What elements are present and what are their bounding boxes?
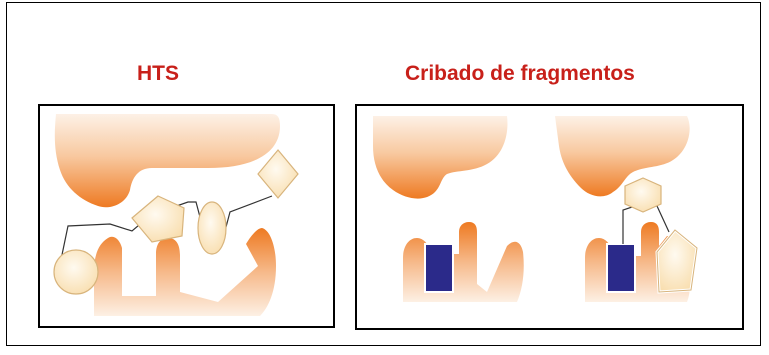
- fragment-screening-title: Cribado de fragmentos: [405, 62, 635, 85]
- protein-upper-1: [373, 116, 508, 199]
- hts-illustration: [53, 114, 299, 316]
- protein-upper-2: [555, 116, 690, 197]
- fragment-pentagon: [655, 227, 699, 294]
- fragment-hexagon: [624, 177, 662, 213]
- fragment-illustration: [373, 116, 699, 302]
- ligand-ellipse: [197, 201, 227, 255]
- fragment-panel: [355, 104, 744, 330]
- fragment-block-1: [424, 243, 454, 293]
- hts-panel: [38, 104, 335, 328]
- hts-title: HTS: [137, 62, 179, 85]
- ligand-circle: [53, 249, 99, 295]
- protein-lower: [94, 228, 276, 316]
- ligand-pentagon: [131, 195, 185, 243]
- protein-lower-1: [403, 222, 524, 302]
- protein-upper: [54, 114, 280, 208]
- ligand-diamond: [257, 149, 299, 199]
- fragment-block-2: [606, 243, 636, 293]
